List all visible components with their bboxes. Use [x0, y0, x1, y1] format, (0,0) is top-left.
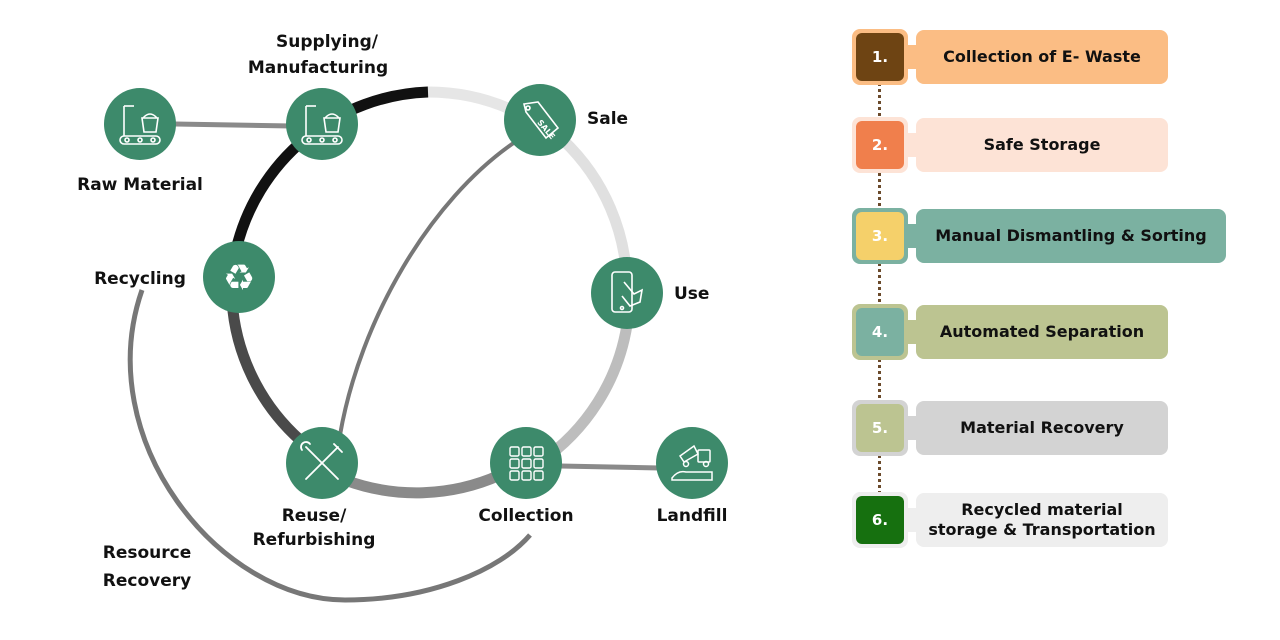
smartphone-touch-icon [611, 271, 644, 313]
node-use[interactable]: Use [591, 257, 709, 329]
step-connector-tab [906, 224, 918, 248]
node-label-use: Use [674, 284, 709, 304]
ring-segment-collection-reuse [343, 469, 503, 499]
node-label-reuse-line1: Reuse/ [282, 506, 347, 526]
step-connector-dots [878, 82, 881, 502]
step-item-3: 3.Manual Dismantling & Sorting [852, 208, 1226, 264]
step-label: Recycled material storage & Transportati… [916, 493, 1168, 547]
step-item-6: 6.Recycled material storage & Transporta… [852, 492, 1168, 548]
step-badge-frame: 5. [852, 400, 908, 456]
svg-text:♻: ♻ [223, 258, 255, 299]
dump-truck-icon [671, 444, 713, 481]
lifecycle-ring [226, 86, 633, 499]
reuse-to-sale-arc [338, 140, 517, 436]
step-connector-tab [906, 320, 918, 344]
wrench-screwdriver-icon [300, 441, 343, 480]
node-label-landfill: Landfill [657, 506, 728, 526]
resource-recovery-arc [127, 289, 532, 603]
step-badge-frame: 6. [852, 492, 908, 548]
recycle-icon: ♻ [223, 258, 255, 299]
grid-boxes-icon [509, 446, 544, 481]
e-waste-lifecycle-diagram: Raw Material Supplying/ Manufacturing SA… [77, 32, 728, 603]
node-label-reuse-line2: Refurbishing [253, 530, 376, 550]
step-badge-frame: 4. [852, 304, 908, 360]
step-badge-frame: 2. [852, 117, 908, 173]
node-label-collection: Collection [478, 506, 573, 526]
step-item-5: 5.Material Recovery [852, 400, 1168, 456]
step-item-2: 2.Safe Storage [852, 117, 1168, 173]
step-badge-frame: 1. [852, 29, 908, 85]
node-manufacturing[interactable]: Supplying/ Manufacturing [248, 32, 388, 160]
node-landfill[interactable]: Landfill [656, 427, 728, 526]
step-label: Manual Dismantling & Sorting [916, 209, 1226, 263]
node-label-recycling: Recycling [94, 269, 186, 289]
conveyor-factory-icon [119, 105, 161, 145]
step-number-badge: 1. [856, 33, 904, 81]
node-label-manufacturing-line2: Manufacturing [248, 58, 388, 78]
step-number-badge: 2. [856, 121, 904, 169]
step-number-badge: 4. [856, 308, 904, 356]
step-item-4: 4.Automated Separation [852, 304, 1168, 360]
node-raw-material[interactable]: Raw Material [77, 88, 203, 195]
step-number-badge: 3. [856, 212, 904, 260]
node-label-sale: Sale [587, 109, 628, 129]
node-label-manufacturing-line1: Supplying/ [276, 32, 379, 52]
step-connector-tab [906, 508, 918, 532]
conveyor-factory-icon [301, 105, 343, 145]
node-recycling[interactable]: ♻ Recycling [94, 241, 275, 313]
node-reuse[interactable]: Reuse/ Refurbishing [253, 427, 376, 550]
step-connector-tab [906, 45, 918, 69]
step-badge-frame: 3. [852, 208, 908, 264]
resource-recovery-label-line2: Recovery [103, 571, 191, 591]
ring-segment-reuse-recycling [226, 299, 304, 445]
step-connector-tab [906, 133, 918, 157]
node-collection[interactable]: Collection [478, 427, 574, 526]
node-sale[interactable]: SALE Sale [504, 84, 628, 156]
node-label-raw-material: Raw Material [77, 175, 203, 195]
step-number-badge: 5. [856, 404, 904, 452]
step-label: Automated Separation [916, 305, 1168, 359]
step-label: Collection of E- Waste [916, 30, 1168, 84]
step-label: Material Recovery [916, 401, 1168, 455]
step-number-badge: 6. [856, 496, 904, 544]
step-label: Safe Storage [916, 118, 1168, 172]
step-item-1: 1.Collection of E- Waste [852, 29, 1168, 85]
step-connector-tab [906, 416, 918, 440]
resource-recovery-label-line1: Resource [103, 543, 192, 563]
connector-raw-to-manufacturing [174, 121, 293, 129]
connector-collection-to-landfill [559, 463, 661, 471]
